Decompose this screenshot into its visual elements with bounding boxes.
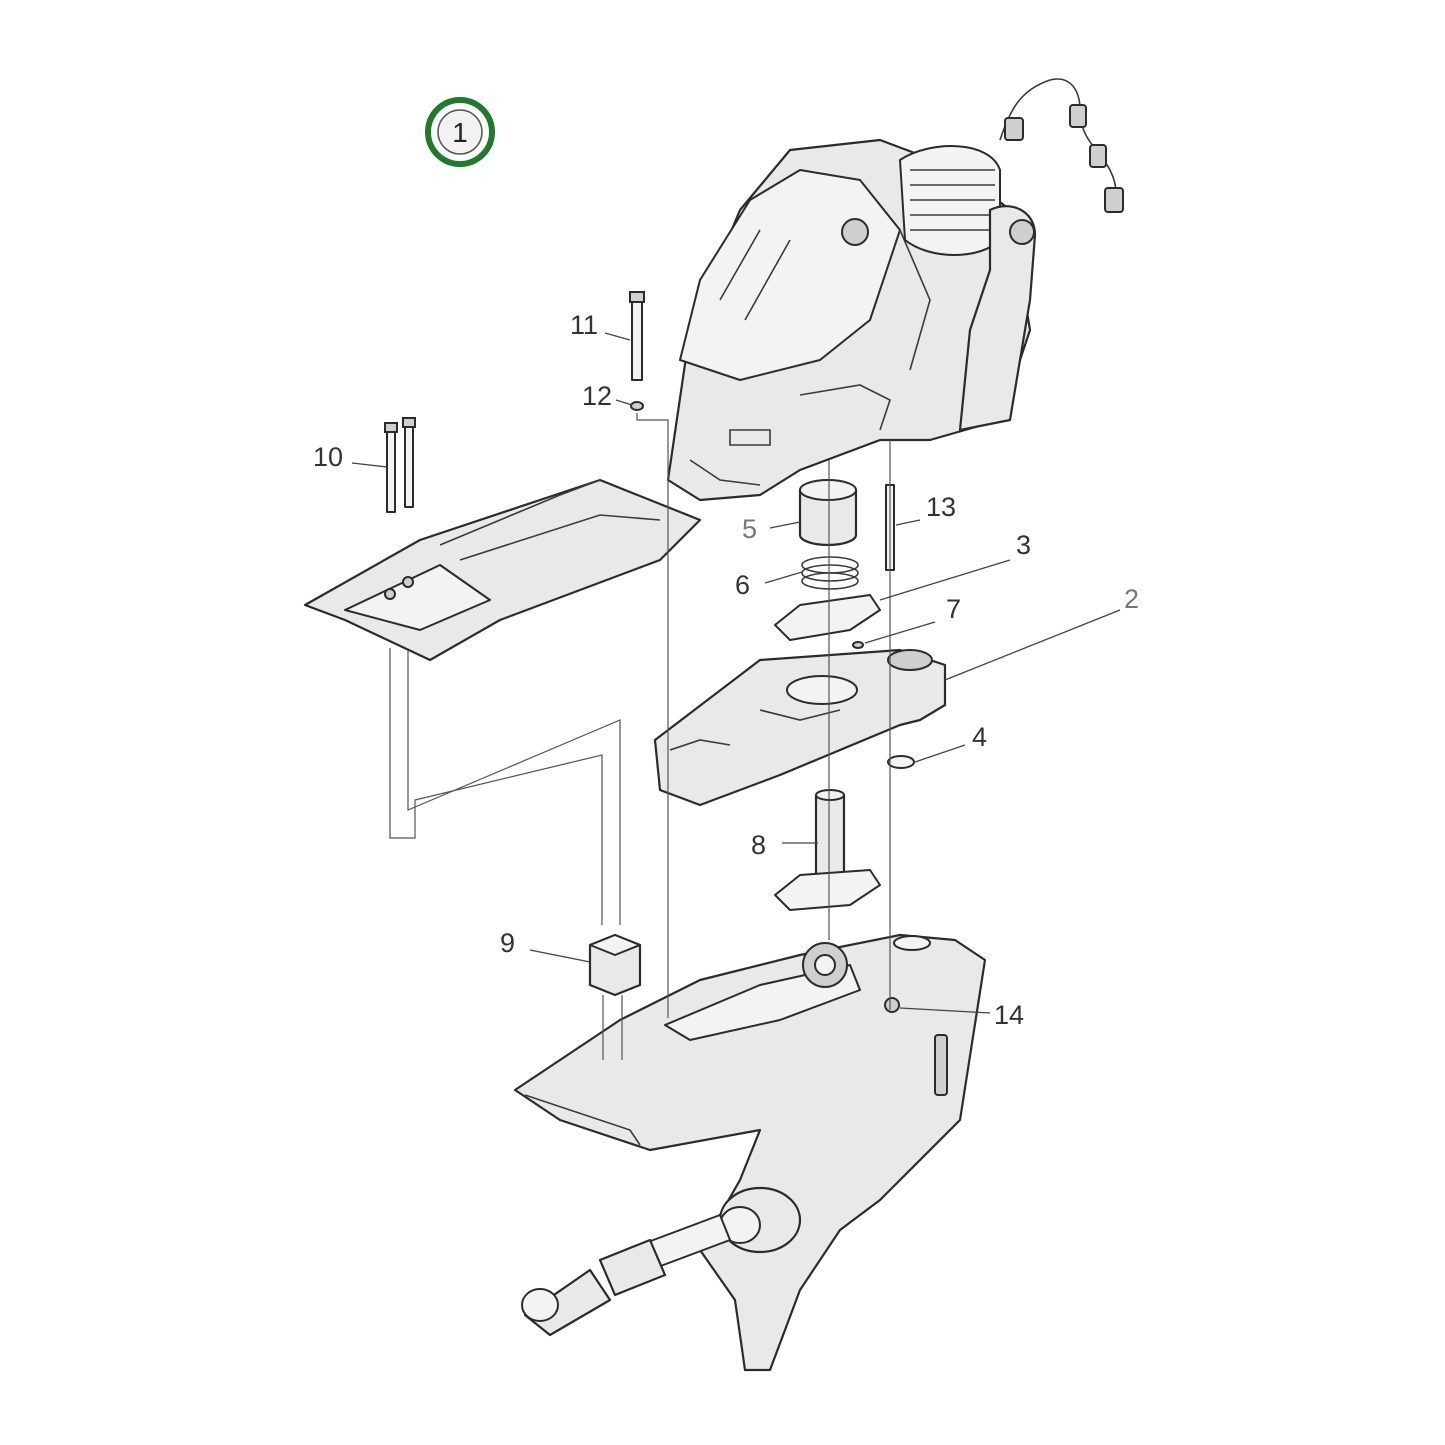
part-10-bolts xyxy=(384,417,416,513)
callout-part-4: 4 xyxy=(972,722,987,752)
callout-part-8: 8 xyxy=(751,830,766,860)
callout-part-13: 13 xyxy=(926,492,956,522)
callout-part-2: 2 xyxy=(1124,584,1139,614)
part-9-anode-block xyxy=(588,933,642,997)
part-6-spring xyxy=(801,556,859,590)
part-2-intermediate-housing xyxy=(653,648,947,807)
assembly-axis-lines xyxy=(389,413,891,1060)
callout-part-9: 9 xyxy=(500,928,515,958)
trim-shield-plate xyxy=(303,478,702,662)
part-11-long-bolt xyxy=(629,291,645,381)
figure-number-text: 1 xyxy=(452,117,468,148)
callout-part-7: 7 xyxy=(946,594,961,624)
lower-gearcase xyxy=(513,933,987,1372)
part-8-gasket xyxy=(774,869,881,911)
callout-part-14: 14 xyxy=(994,1000,1024,1030)
callout-part-3: 3 xyxy=(1016,530,1031,560)
part-4-o-ring xyxy=(887,755,915,769)
part-7-washer xyxy=(852,641,864,649)
upper-drive-unit xyxy=(666,78,1124,502)
part-12-washer xyxy=(630,401,644,411)
figure-number-badge: 1 xyxy=(425,97,495,167)
leader-lines xyxy=(351,332,1121,1014)
callout-part-5: 5 xyxy=(742,514,757,544)
callout-part-11: 11 xyxy=(570,310,598,340)
part-3-gasket xyxy=(774,594,881,641)
callout-part-6: 6 xyxy=(735,570,750,600)
part-5-sleeve xyxy=(798,479,858,547)
callout-part-10: 10 xyxy=(313,442,343,472)
callout-part-12: 12 xyxy=(582,381,612,411)
